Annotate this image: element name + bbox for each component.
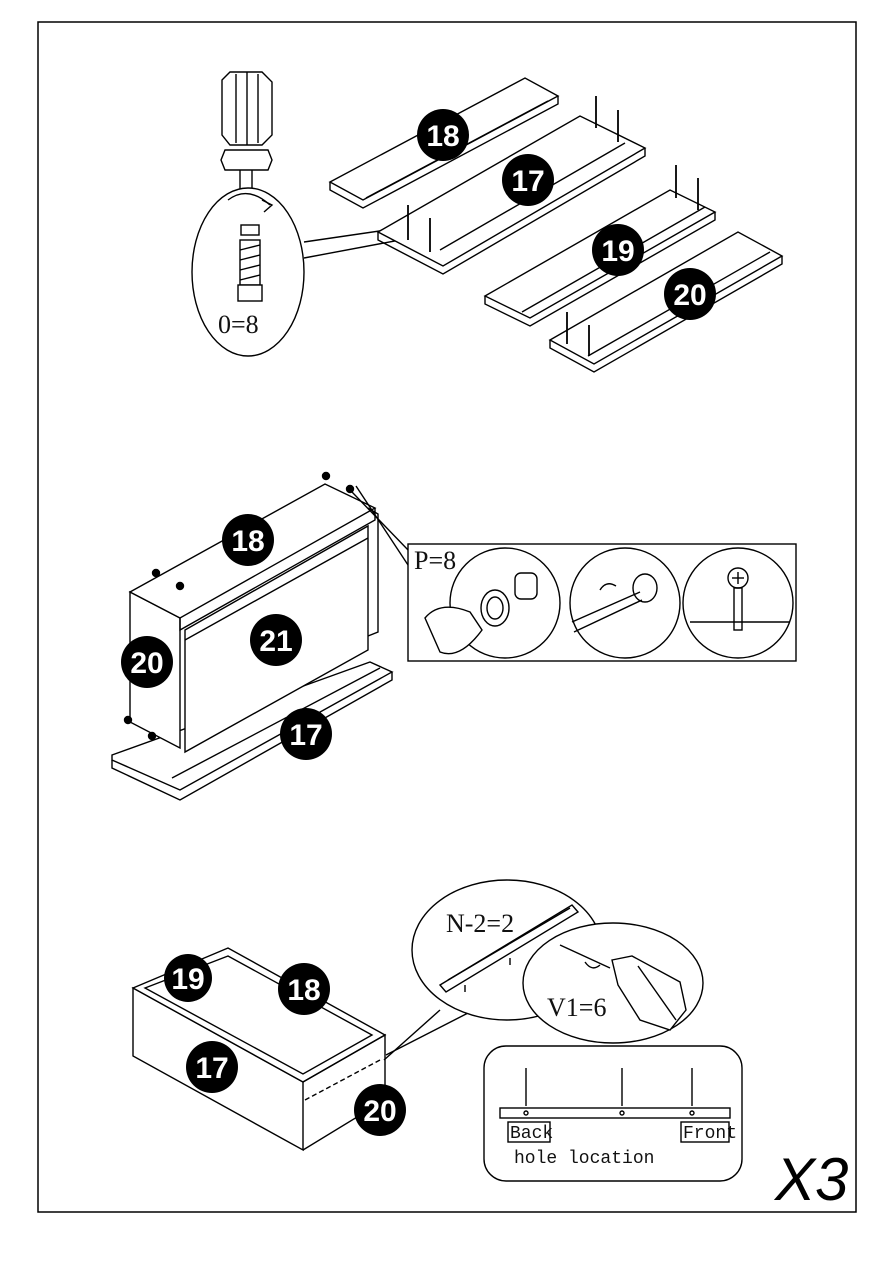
part-badge-20-step1: 20 (664, 268, 716, 320)
step3-panel (131, 879, 743, 1182)
part-badge-20-step3: 20 (354, 1084, 406, 1136)
part-badge-20-step2: 20 (121, 636, 173, 688)
svg-text:20: 20 (130, 647, 163, 680)
svg-text:17: 17 (195, 1052, 228, 1085)
svg-text:19: 19 (601, 235, 634, 268)
part-badge-17-step3: 17 (186, 1041, 238, 1093)
detail-circle-2 (569, 547, 681, 659)
screw-label: V1=6 (547, 993, 606, 1022)
svg-text:19: 19 (171, 963, 204, 996)
screwdriver-detail-icon (571, 573, 658, 633)
screw-icons (407, 96, 699, 356)
cam-lock-icon (424, 572, 538, 655)
part-badge-17-step1: 17 (502, 154, 554, 206)
part-badge-19-step3: 19 (164, 954, 212, 1002)
page-border (37, 21, 857, 1213)
multiplier-label: X3 (773, 1146, 848, 1213)
back-label: Back (510, 1124, 553, 1144)
svg-text:20: 20 (673, 279, 706, 312)
step2-panel (111, 471, 797, 801)
svg-text:18: 18 (426, 120, 459, 153)
hole-location-caption: hole location (514, 1149, 654, 1169)
svg-text:17: 17 (289, 719, 322, 752)
part-badge-19-step1: 19 (592, 224, 644, 276)
front-tag (680, 1121, 730, 1143)
cam-bolt-icon (227, 192, 274, 302)
front-label: Front (683, 1124, 737, 1144)
screwdriver-step3-icon (559, 944, 687, 1031)
hole-location-diagram (499, 1068, 731, 1119)
part-badge-18-step2: 18 (222, 514, 274, 566)
part-badge-21-step2: 21 (250, 614, 302, 666)
svg-text:20: 20 (363, 1095, 396, 1128)
slide-label: N-2=2 (446, 909, 514, 938)
step1-panel (191, 71, 784, 373)
part-badge-18-step1: 18 (417, 109, 469, 161)
hardware-label-0: 0=8 (218, 310, 259, 339)
detail-circle-3 (682, 547, 794, 659)
cam-bolt-markers (123, 471, 355, 741)
part-badge-18-step3: 18 (278, 963, 330, 1015)
screwdriver-illustration (220, 71, 273, 195)
drawer-slide-icon (438, 904, 580, 993)
svg-text:18: 18 (231, 525, 264, 558)
svg-text:18: 18 (287, 974, 320, 1007)
hardware-label-p: P=8 (414, 546, 456, 575)
part-badge-17-step2: 17 (280, 708, 332, 760)
screw-detail-icon (690, 567, 790, 631)
svg-text:21: 21 (259, 625, 292, 658)
svg-text:17: 17 (511, 165, 544, 198)
back-tag (507, 1121, 551, 1143)
